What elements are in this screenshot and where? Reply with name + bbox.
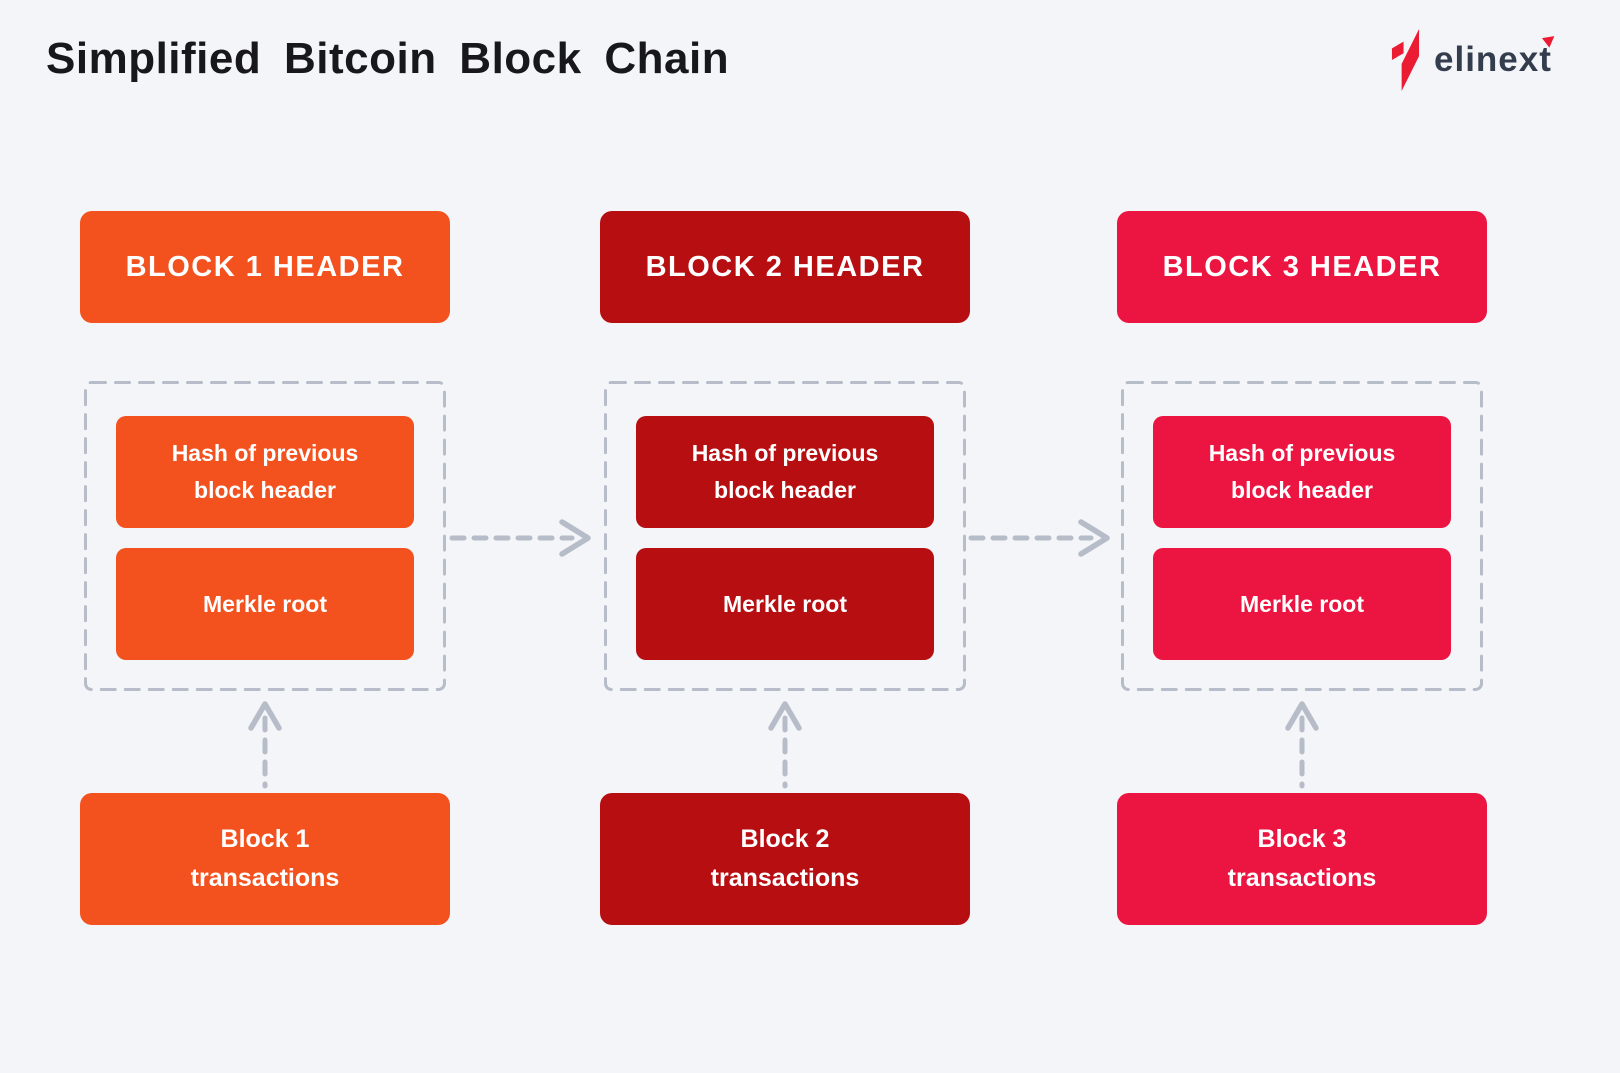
up-arrow-icon — [1285, 701, 1319, 789]
block-2-header-fields-group: Hash of previous block header Merkle roo… — [604, 381, 966, 691]
block-3-prev-hash-box: Hash of previous block header — [1153, 416, 1451, 528]
block-2-merkle-root-box: Merkle root — [636, 548, 934, 660]
prev-hash-line-1: Hash of previous — [1208, 440, 1396, 466]
prev-hash-line-2: block header — [194, 477, 336, 503]
up-arrow-icon — [768, 701, 802, 789]
page-title: Simplified Bitcoin Block Chain — [46, 34, 730, 83]
elinext-logo-mark-icon — [1391, 29, 1420, 91]
dashed-border-icon — [1121, 381, 1483, 691]
prev-hash-line-2: block header — [714, 477, 856, 503]
block-1-merkle-root-box: Merkle root — [116, 548, 414, 660]
block-2-column: BLOCK 2 HEADER Hash of previous block he… — [600, 211, 970, 925]
block-3-header-fields-group: Hash of previous block header Merkle roo… — [1121, 381, 1483, 691]
transactions-line-2: transactions — [710, 864, 860, 892]
transactions-line-1: Block 1 — [220, 825, 310, 853]
transactions-line-1: Block 3 — [1257, 825, 1347, 853]
block-1-prev-hash-box: Hash of previous block header — [116, 416, 414, 528]
prev-hash-line-1: Hash of previous — [691, 440, 879, 466]
block-3-header: BLOCK 3 HEADER — [1117, 211, 1487, 323]
block-1-transactions-box: Block 1 transactions — [80, 793, 450, 925]
elinext-logo: elinext — [1390, 28, 1558, 92]
block-1-header: BLOCK 1 HEADER — [80, 211, 450, 323]
block-3-column: BLOCK 3 HEADER Hash of previous block he… — [1117, 211, 1487, 925]
arrow-block1-to-block2-icon — [449, 519, 591, 557]
block-2-transactions-box: Block 2 transactions — [600, 793, 970, 925]
prev-hash-line-1: Hash of previous — [171, 440, 359, 466]
prev-hash-line-2: block header — [1231, 477, 1373, 503]
block-3-transactions-box: Block 3 transactions — [1117, 793, 1487, 925]
arrow-block2-to-block3-icon — [968, 519, 1110, 557]
dashed-border-icon — [84, 381, 446, 691]
up-arrow-icon — [248, 701, 282, 789]
transactions-line-2: transactions — [1227, 864, 1377, 892]
block-2-header: BLOCK 2 HEADER — [600, 211, 970, 323]
block-1-column: BLOCK 1 HEADER Hash of previous block he… — [80, 211, 450, 925]
transactions-line-2: transactions — [190, 864, 340, 892]
block-3-merkle-root-box: Merkle root — [1153, 548, 1451, 660]
transactions-line-1: Block 2 — [740, 825, 830, 853]
block-1-header-fields-group: Hash of previous block header Merkle roo… — [84, 381, 446, 691]
block-2-prev-hash-box: Hash of previous block header — [636, 416, 934, 528]
dashed-border-icon — [604, 381, 966, 691]
elinext-logo-text-wrap: elinext — [1434, 31, 1558, 80]
elinext-logo-text: elinext — [1434, 40, 1552, 79]
